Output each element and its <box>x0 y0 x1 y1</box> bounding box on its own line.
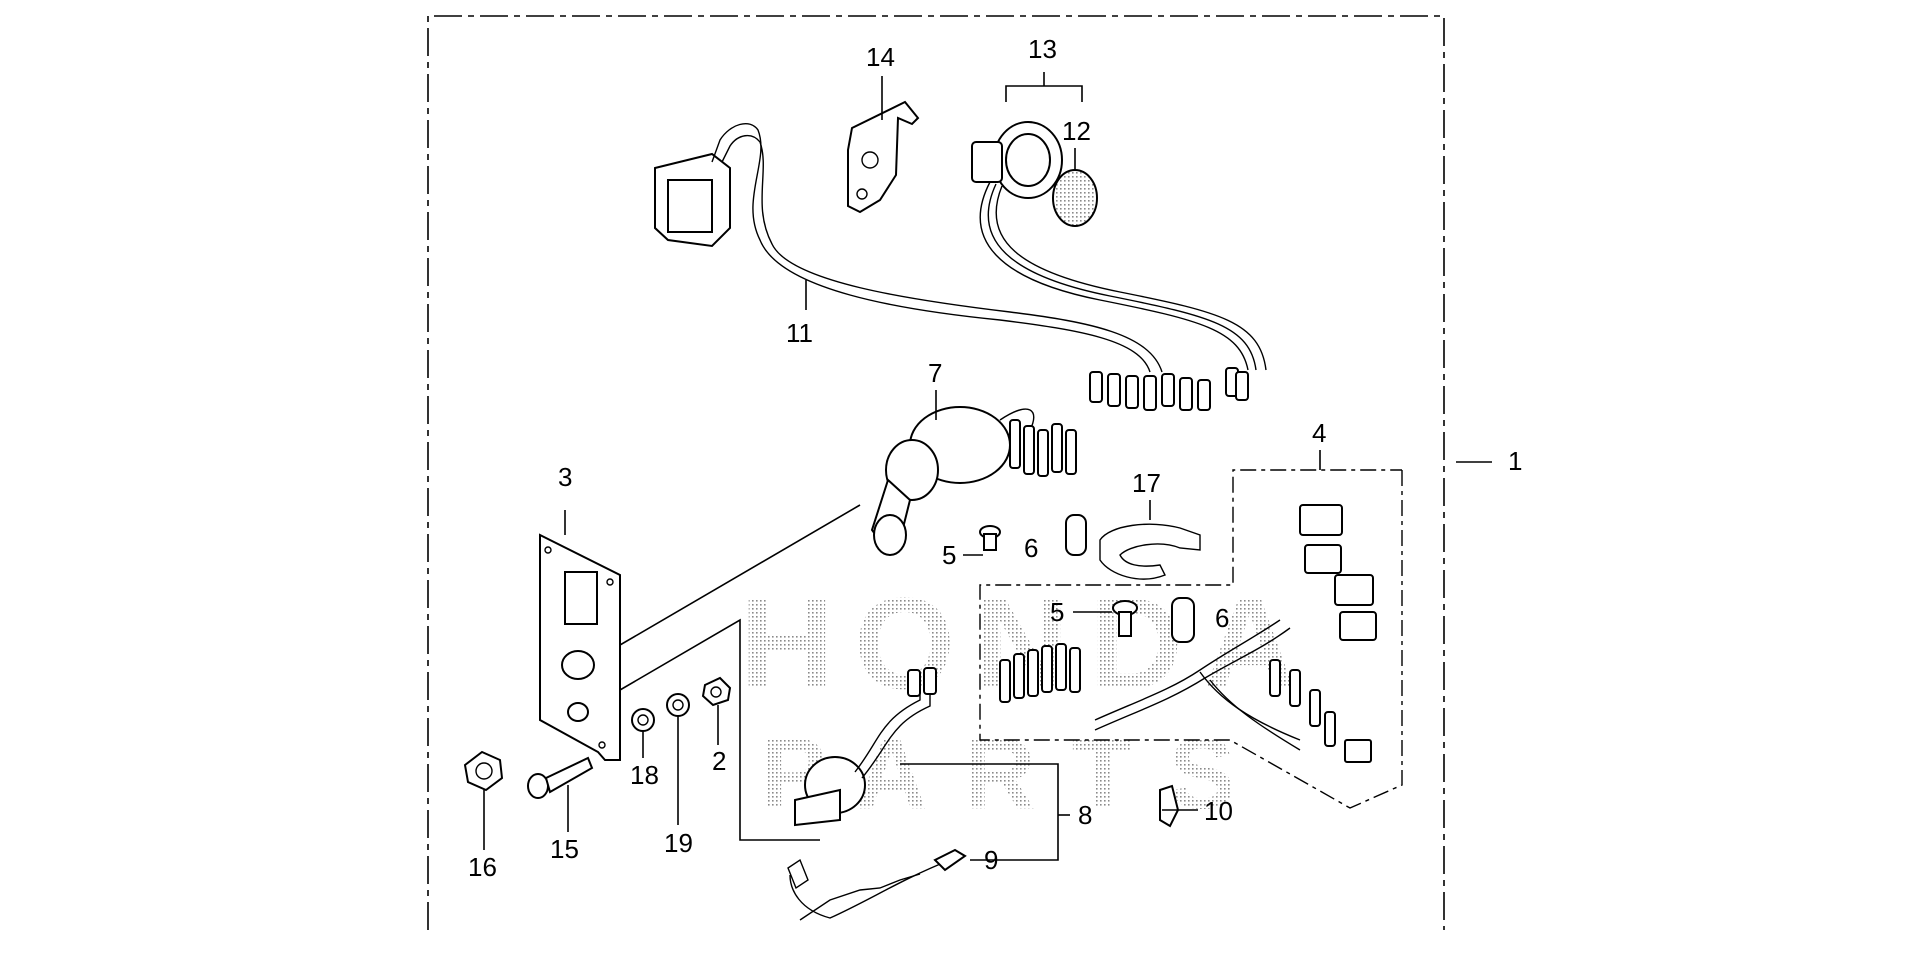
switch-11 <box>654 122 1163 373</box>
callout-13: 13 <box>1028 34 1057 64</box>
callout-15: 15 <box>550 834 579 864</box>
callout-17: 17 <box>1132 468 1161 498</box>
key-switch-7 <box>870 406 1077 556</box>
callout-6b: 6 <box>1215 603 1229 633</box>
harness-4 <box>999 504 1377 763</box>
callout-5b: 5 <box>1050 597 1064 627</box>
callout-10: 10 <box>1204 796 1233 826</box>
callout-1: 1 <box>1508 446 1522 476</box>
leader-lines <box>483 72 1492 861</box>
bolt-5b <box>1112 600 1138 637</box>
callout-9: 9 <box>984 845 998 875</box>
watermark: HONDA PARTS <box>740 570 1297 830</box>
stop-switch-8 <box>794 667 937 827</box>
bolt-5a <box>979 525 1001 551</box>
callout-18: 18 <box>630 760 659 790</box>
screw-15 <box>527 756 594 799</box>
bracket-14 <box>847 100 920 214</box>
callout-12: 12 <box>1062 116 1091 146</box>
panel-plate-3 <box>539 533 621 761</box>
callout-6a: 6 <box>1024 533 1038 563</box>
callout-3: 3 <box>558 462 572 492</box>
clip-10 <box>1159 784 1180 828</box>
callout-7: 7 <box>928 358 942 388</box>
washer-19 <box>666 693 690 717</box>
callout-5a: 5 <box>942 540 956 570</box>
lanyard-9 <box>787 848 967 921</box>
callout-19: 19 <box>664 828 693 858</box>
callout-16: 16 <box>468 852 497 882</box>
nut-16 <box>463 750 504 792</box>
callout-8: 8 <box>1078 800 1092 830</box>
cover-12 <box>1052 169 1098 227</box>
nut-2 <box>701 676 732 707</box>
sleeve-6b <box>1171 597 1195 643</box>
callout-2: 2 <box>712 746 726 776</box>
sleeve-6a <box>1065 514 1087 556</box>
callouts: 1 2 3 4 5 5 6 6 7 8 9 10 11 12 13 14 15 … <box>468 34 1522 882</box>
callout-11: 11 <box>786 318 813 348</box>
harness-subframe <box>979 469 1403 809</box>
callout-14: 14 <box>866 42 895 72</box>
connectors-11 <box>1089 367 1249 411</box>
callout-4: 4 <box>1312 418 1326 448</box>
washer-18 <box>631 708 655 732</box>
clamp-17 <box>1099 523 1201 580</box>
meter-13 <box>971 121 1267 371</box>
